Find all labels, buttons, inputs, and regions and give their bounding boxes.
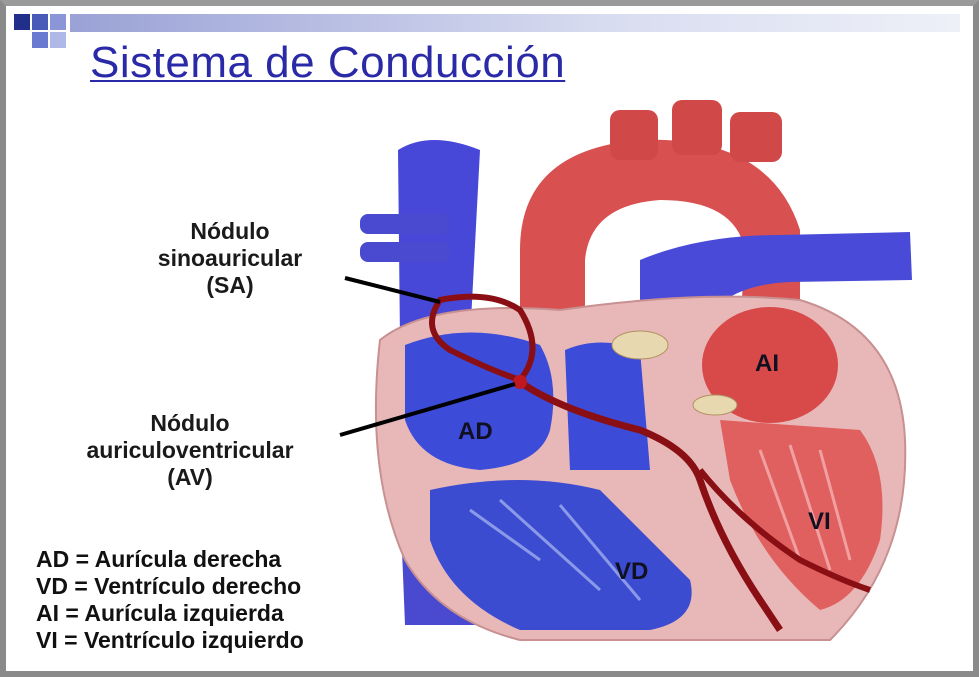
legend-item: AI = Aurícula izquierda [36,600,304,627]
pulmonary-vein-upper [360,214,450,234]
legend-item: AD = Aurícula derecha [36,546,304,573]
legend-item: VD = Ventrículo derecho [36,573,304,600]
legend: AD = Aurícula derecha VD = Ventrículo de… [36,546,304,654]
legend-item: VI = Ventrículo izquierdo [36,627,304,654]
mitral-valve [693,395,737,415]
av-label-line1: Nódulo [40,410,340,437]
chamber-ai: AI [755,350,779,378]
sa-node-label: Nódulo sinoauricular (SA) [130,218,330,299]
rv-outflow [565,343,650,471]
aortic-branch-1 [610,110,658,160]
aortic-branch-2 [672,100,722,155]
chamber-vi: VI [808,508,831,536]
av-label-line2: auriculoventricular [40,437,340,464]
aortic-branch-3 [730,112,782,162]
chamber-ad: AD [458,418,493,446]
sa-label-line2: sinoauricular [130,245,330,272]
sa-label-line3: (SA) [130,272,330,299]
tricuspid-valve [612,331,668,359]
av-label-line3: (AV) [40,464,340,491]
av-node-label: Nódulo auriculoventricular (AV) [40,410,340,491]
av-node [513,375,527,389]
chamber-vd: VD [615,558,648,586]
pulmonary-vein-lower [360,242,450,262]
sa-label-line1: Nódulo [130,218,330,245]
